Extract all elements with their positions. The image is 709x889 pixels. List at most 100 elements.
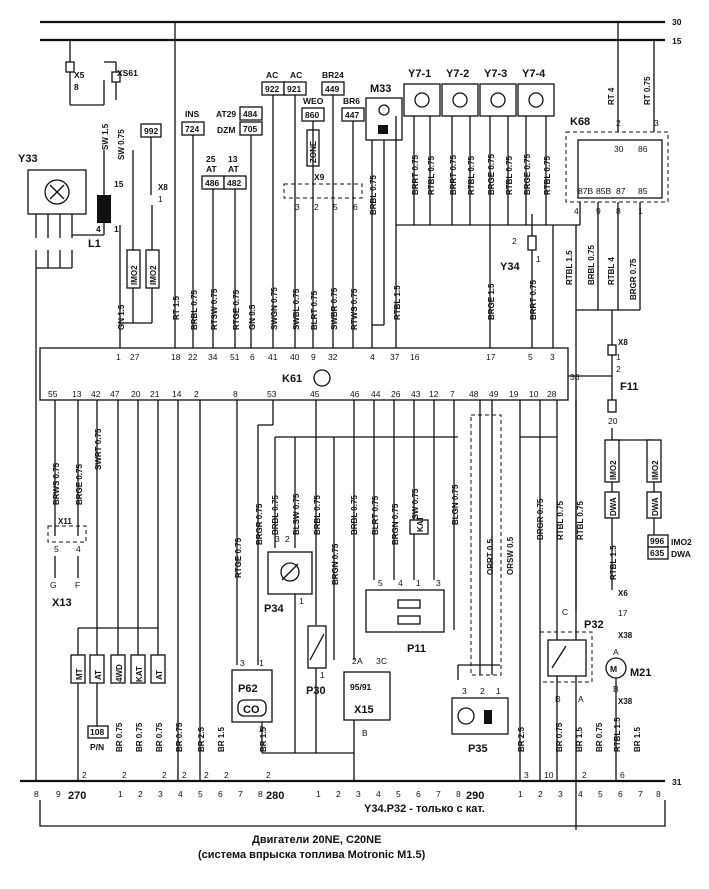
svg-text:BR 1.5: BR 1.5: [217, 727, 226, 752]
svg-text:RTBL 1.5: RTBL 1.5: [609, 545, 618, 580]
svg-text:28: 28: [547, 389, 557, 399]
svg-text:2: 2: [336, 789, 341, 799]
svg-text:20: 20: [131, 389, 141, 399]
svg-text:GN 0.5: GN 0.5: [248, 304, 257, 330]
svg-text:C: C: [381, 656, 387, 666]
svg-text:2: 2: [314, 202, 319, 212]
svg-text:2: 2: [352, 656, 357, 666]
svg-text:AT: AT: [206, 164, 218, 174]
svg-text:SWRT 0.75: SWRT 0.75: [94, 428, 103, 470]
svg-text:SW 1.5: SW 1.5: [101, 123, 110, 150]
svg-text:Y34: Y34: [500, 261, 520, 273]
svg-text:P11: P11: [407, 643, 426, 655]
svg-text:RTBL 0.75: RTBL 0.75: [467, 155, 476, 195]
svg-text:2: 2: [538, 789, 543, 799]
svg-text:1: 1: [118, 789, 123, 799]
svg-text:BRBL 0.75: BRBL 0.75: [369, 175, 378, 215]
svg-text:BR 2.5: BR 2.5: [197, 727, 206, 752]
connector-x9: X9 3 2 5 6: [283, 172, 363, 212]
svg-text:X15: X15: [354, 704, 374, 716]
svg-text:8: 8: [656, 789, 661, 799]
svg-text:2: 2: [616, 364, 621, 374]
svg-text:BRGR 0.75: BRGR 0.75: [255, 503, 264, 545]
shielded-cable: [470, 414, 502, 676]
svg-text:X13: X13: [52, 597, 72, 609]
svg-text:5: 5: [198, 789, 203, 799]
svg-text:2: 2: [512, 236, 517, 246]
svg-text:280: 280: [266, 790, 284, 802]
bracket: [39, 800, 666, 827]
svg-text:AC: AC: [266, 70, 278, 80]
svg-text:AT: AT: [94, 670, 103, 680]
sensor-p35: 3 2 1 P35: [451, 664, 509, 755]
svg-text:RTBL 1.5: RTBL 1.5: [393, 285, 402, 320]
svg-text:5: 5: [528, 352, 533, 362]
svg-text:SWBL 0.75: SWBL 0.75: [292, 288, 301, 330]
svg-text:F11: F11: [620, 381, 638, 393]
lower-wires: [177, 400, 577, 781]
svg-text:7: 7: [638, 789, 643, 799]
svg-text:3: 3: [436, 578, 441, 588]
rail-31-label: 31: [672, 777, 682, 787]
svg-text:5: 5: [598, 789, 603, 799]
svg-text:RTBL 0.75: RTBL 0.75: [556, 500, 565, 540]
svg-text:BLSW 0.75: BLSW 0.75: [411, 488, 420, 530]
svg-text:49: 49: [489, 389, 499, 399]
svg-text:13: 13: [228, 154, 238, 164]
svg-text:2: 2: [138, 789, 143, 799]
svg-text:3: 3: [295, 202, 300, 212]
svg-text:Y7-3: Y7-3: [484, 68, 507, 80]
svg-text:1: 1: [416, 578, 421, 588]
svg-text:M: M: [610, 664, 617, 674]
svg-text:26: 26: [391, 389, 401, 399]
svg-text:BRGE 0.75: BRGE 0.75: [523, 154, 532, 195]
svg-text:IMO2: IMO2: [130, 265, 139, 285]
svg-text:K61: K61: [282, 373, 302, 385]
svg-text:3: 3: [240, 658, 245, 668]
svg-text:RT 4: RT 4: [607, 87, 616, 105]
sensor-p11: KAT 5 4 1 3 2 P11: [365, 516, 445, 655]
svg-text:BLGN 0.75: BLGN 0.75: [451, 484, 460, 525]
svg-text:KAT: KAT: [135, 666, 144, 682]
svg-text:449: 449: [325, 84, 339, 94]
svg-text:BRGR 0.75: BRGR 0.75: [629, 258, 638, 300]
svg-text:4WD: 4WD: [115, 664, 124, 682]
svg-text:42: 42: [91, 389, 101, 399]
svg-text:860: 860: [305, 110, 319, 120]
svg-text:ORSW 0.5: ORSW 0.5: [506, 536, 515, 575]
svg-text:P/N: P/N: [90, 742, 104, 752]
injectors: Y7-1 Y7-2 Y7-3 Y7-4: [403, 68, 555, 117]
svg-text:16: 16: [410, 352, 420, 362]
svg-text:484: 484: [243, 109, 257, 119]
svg-text:87: 87: [616, 186, 626, 196]
svg-text:4: 4: [398, 578, 403, 588]
svg-text:IMO2: IMO2: [671, 537, 692, 547]
svg-text:2: 2: [204, 770, 209, 780]
svg-text:ORRT 0.5: ORRT 0.5: [486, 538, 495, 575]
svg-text:2: 2: [480, 686, 485, 696]
svg-text:K68: K68: [570, 116, 590, 128]
svg-text:Y7-4: Y7-4: [522, 68, 546, 80]
svg-text:BRGN 0.75: BRGN 0.75: [391, 503, 400, 545]
svg-text:CO: CO: [243, 704, 260, 716]
caption-line1: Двигатели 20NE, C20NE: [252, 834, 381, 846]
svg-text:BR 0.75: BR 0.75: [155, 722, 164, 752]
svg-text:55: 55: [48, 389, 58, 399]
ground-strip: 8 9 270 1 2 3 4 5 6 7 8 280 1 2 3 4 5 6 …: [34, 789, 661, 802]
svg-text:BLRT 0.75: BLRT 0.75: [310, 290, 319, 330]
lower-wire-labels: BRWS 0.75 BRGE 0.75 SWRT 0.75 RTGE 0.75 …: [52, 428, 618, 585]
svg-text:108: 108: [90, 727, 104, 737]
svg-text:3: 3: [462, 686, 467, 696]
svg-text:1: 1: [616, 352, 621, 362]
svg-text:8: 8: [233, 389, 238, 399]
svg-text:C: C: [562, 607, 568, 617]
svg-text:2: 2: [182, 770, 187, 780]
svg-text:AC: AC: [290, 70, 302, 80]
upper-wire-labels: GN 1.5 SW 1.5 SW 0.75 RT 1.5 BRBL 0.75 R…: [101, 76, 652, 330]
svg-text:48: 48: [469, 389, 479, 399]
code-992: 992: [144, 126, 158, 136]
svg-text:1: 1: [116, 352, 121, 362]
svg-text:4: 4: [370, 352, 375, 362]
svg-text:17: 17: [618, 608, 628, 618]
svg-text:RTBL 0.75: RTBL 0.75: [427, 155, 436, 195]
